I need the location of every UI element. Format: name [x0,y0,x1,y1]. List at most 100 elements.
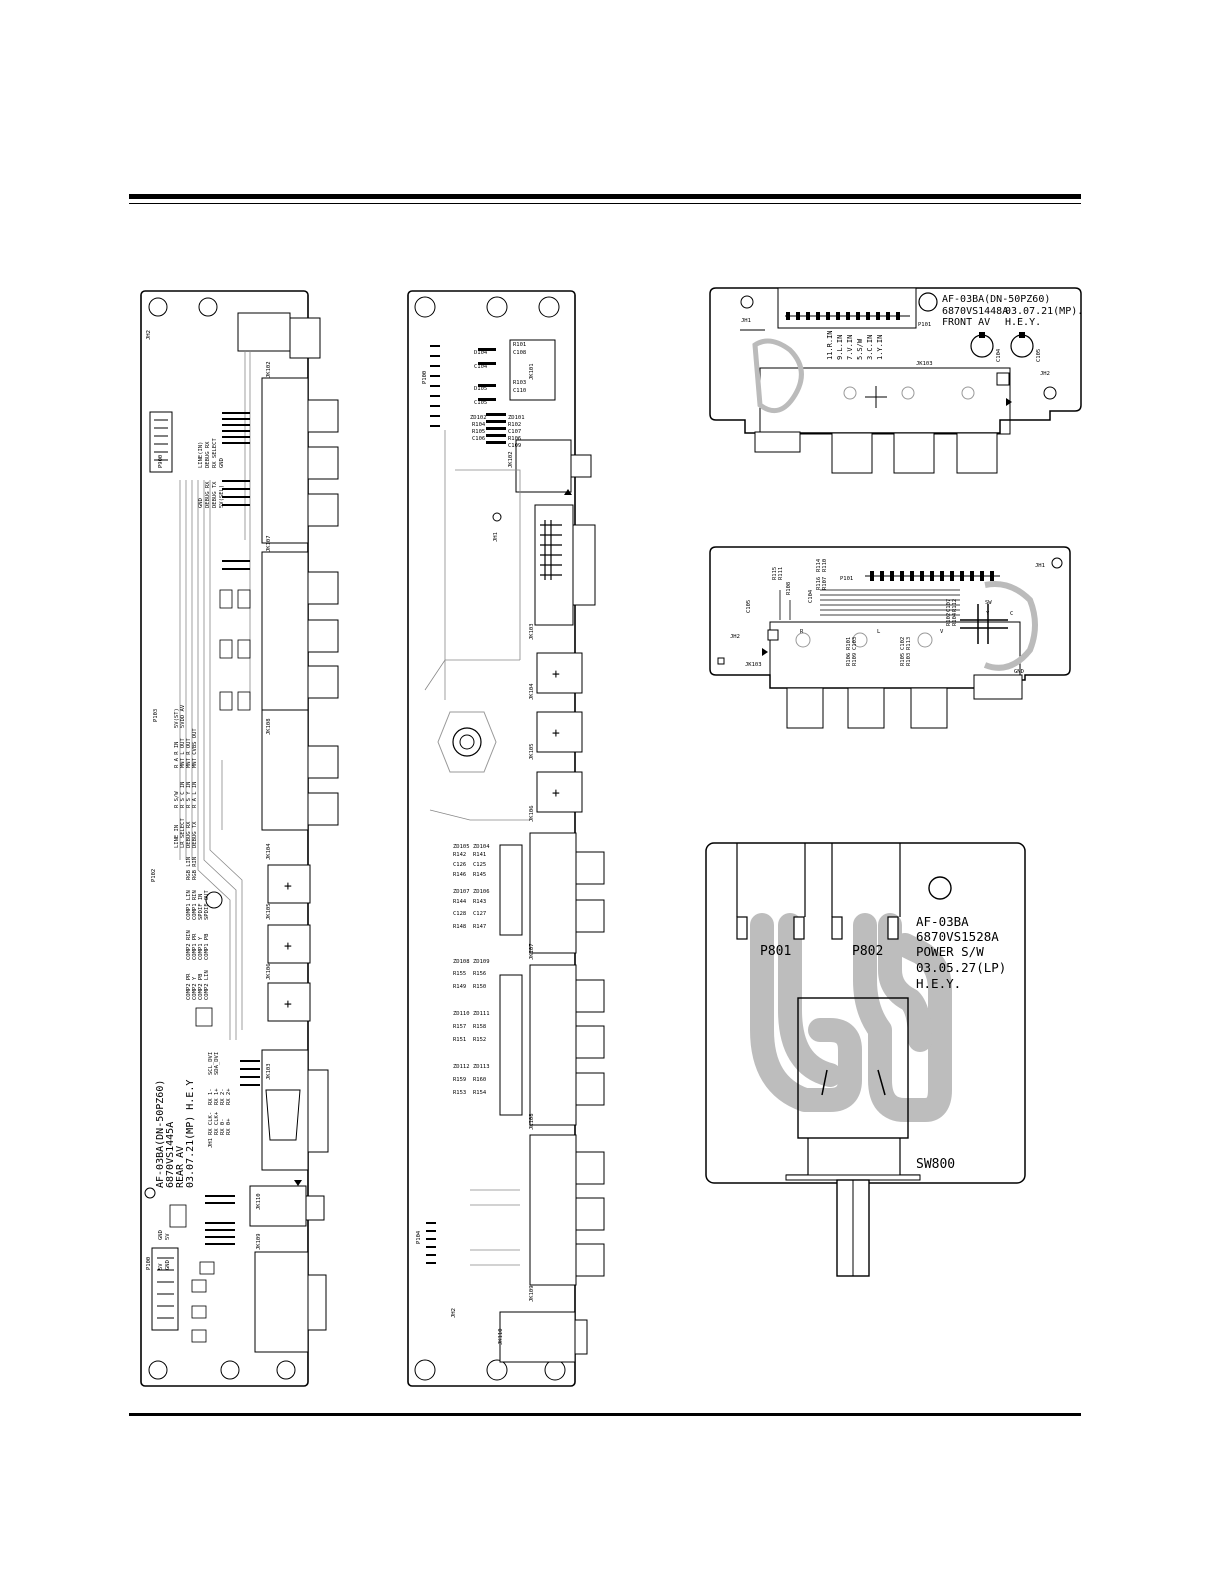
comp-label: R109 [852,653,858,666]
p103-pin-label: RX 0+ [226,1118,232,1135]
p101-pin-label: R S Y IN [186,782,192,809]
ref-label: JK110 [498,1328,504,1345]
rc-label: R154 [473,1090,487,1096]
p900-pin-label: DEBUG RX [205,441,211,468]
bottom-rule [129,1413,1081,1416]
ref-label: JK107 [529,943,535,960]
p900-pin-label: 5V(SEL) [219,485,225,508]
jack-label: Y [986,611,990,617]
comp-label: C109 [508,443,521,449]
ref-label: JK102 [266,361,272,378]
comp-label: C104 [474,364,488,370]
svg-text:REAR AV: REAR AV [175,1146,186,1188]
comp-label: R114 [816,558,822,572]
comp-label: ZD101 [508,415,525,421]
front-top-pin: 7.V.IN [846,335,854,360]
rear-board-title: AF-03BA(DN-50PZ60) 6870VS1445A REAR AV 0… [155,1080,196,1188]
ref-label: C104 [808,589,814,603]
ref-label: C105 [746,600,752,613]
svg-text:03.05.27(LP): 03.05.27(LP) [916,960,1006,975]
rc-label: ZD105 [453,844,470,850]
p101-pin-label: MNT CVBS OUT [192,728,198,768]
rc-label: R159 [453,1077,466,1083]
rc-label: R156 [473,971,486,977]
p103-pin-label: RX 1- [208,1088,214,1105]
p101-pin-label: MNT R OUT [186,738,192,768]
ref-label: C105 [1036,349,1042,362]
comp-label: R106 [846,653,852,666]
ref-label: JH1 [741,318,751,324]
ref-label: JK103 [529,623,535,640]
p102-pin-label: COMP2 Y [192,976,198,1000]
ref-label: P100 [422,371,428,384]
jack-label: V [940,629,944,635]
rc-label: C128 [453,911,466,917]
comp-label: R104 [472,422,486,428]
p900-pin-label: RX SELECT [212,438,218,468]
p100-pin-label: 5V [158,1263,164,1270]
p101-pin-label: R A L IN [192,782,198,809]
comp-label: R101 [513,342,526,348]
p101-pin-label: R S/W [174,791,180,808]
p101-pin-label: DEBUG RX [186,821,192,848]
ref-label: P102 [151,869,157,882]
rc-label: R143 [473,899,486,905]
svg-text:FRONT AV: FRONT AV [942,317,990,328]
rc-label: ZD109 [473,959,490,965]
p102-pin-label: COMP2 LIN [204,970,210,1000]
ref-label: JH1 [1035,563,1045,569]
p102-pin-label: COMP1 LIN [186,890,192,920]
svg-text:03.07.21(MP).: 03.07.21(MP). [1005,306,1083,317]
comp-label: R103 [513,380,526,386]
p103-pin-label: RX 2+ [226,1088,232,1105]
svg-text:AF-03BA(DN-50PZ60): AF-03BA(DN-50PZ60) [155,1080,166,1188]
comp-label: R116 [816,577,822,590]
p102-pin-label: SPDIF OUT [204,890,210,920]
rear-av-board: + + + [140,290,339,1387]
front-top-pin: 3.C.IN [866,335,874,360]
rc-label: R149 [453,984,466,990]
svg-text:6870VS1448A: 6870VS1448A [942,306,1008,317]
svg-text:AF-03BA: AF-03BA [916,914,969,929]
p100-pin-label: 5V [165,1233,171,1240]
ref-label: JK106 [266,963,272,980]
comp-label: R102 [508,422,521,428]
comp-label: R112 [952,599,958,612]
ref-label: JK103 [266,1063,272,1080]
middle-av-board: + + + [407,290,605,1387]
comp-label: R111 [778,567,784,580]
connector-label: P801 [760,944,791,959]
svg-text:+: + [552,667,560,682]
p103-pin-label: SCL_DVI [208,1052,214,1075]
rc-label: R142 [453,852,466,858]
switch-label: SW800 [916,1157,955,1172]
ref-label: JK104 [266,843,272,860]
top-thin-rule [129,203,1081,204]
comp-label: C107 [946,599,952,612]
p103-pin-label: RX 2- [220,1088,226,1105]
p100-pin-label: GND [165,1260,171,1270]
rc-label: R144 [453,899,467,905]
rc-label: R151 [453,1037,466,1043]
comp-label: C106 [472,436,485,442]
svg-text:+: + [552,786,560,801]
rc-label: R155 [453,971,466,977]
ref-label: JK108 [529,1113,535,1130]
p900-pin-label: GND [219,458,225,468]
p103-pin-label: RX CLK- [208,1112,214,1135]
ref-label: JK101 [529,363,535,380]
p101-pin-label: 5V(ST) [174,708,180,728]
p101-pin-label: DEBUG TX [192,821,198,848]
rc-label: R148 [453,924,466,930]
rc-label: ZD110 [453,1011,470,1017]
svg-text:H.E.Y.: H.E.Y. [916,976,961,991]
front-top-pin: 11.R.IN [826,330,834,360]
comp-label: R104 [952,612,958,626]
comp-label: R107 [822,577,828,590]
ref-label: JK102 [508,451,514,468]
svg-text:03.07.21(MP) H.E.Y: 03.07.21(MP) H.E.Y [185,1080,196,1188]
svg-text:+: + [284,939,292,954]
p101-pin-label: R A R IN [174,742,180,769]
front-top-pin: 5.S/W [856,338,864,360]
